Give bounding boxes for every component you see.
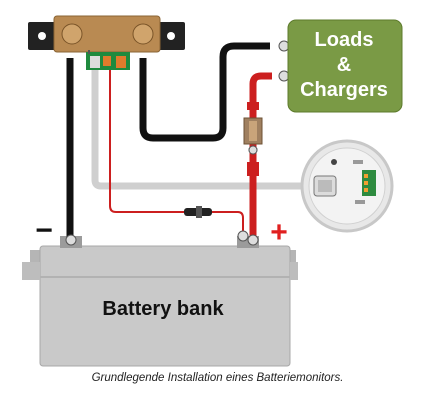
figure-caption: Grundlegende Installation eines Batterie… xyxy=(91,372,344,384)
loads-chargers-box: Loads & Chargers xyxy=(287,19,403,113)
loads-label: Loads xyxy=(315,29,374,51)
voltage-sense-wire xyxy=(109,68,244,234)
battery-label: Battery bank xyxy=(102,298,224,320)
inline-fuse-icon xyxy=(184,206,212,218)
chargers-label: Chargers xyxy=(300,79,388,101)
battery-positive-wire xyxy=(249,72,272,236)
terminal-bolt-icon xyxy=(65,40,290,246)
battery-monitor-icon xyxy=(300,139,394,233)
negative-symbol: − xyxy=(35,214,53,247)
monitor-cable xyxy=(91,64,316,190)
battery-bank: Battery bank xyxy=(22,236,298,367)
ampersand-label: & xyxy=(337,54,351,76)
loads-negative-wire xyxy=(139,42,270,142)
positive-symbol: + xyxy=(270,216,288,249)
battery-shunt-icon xyxy=(28,15,185,70)
